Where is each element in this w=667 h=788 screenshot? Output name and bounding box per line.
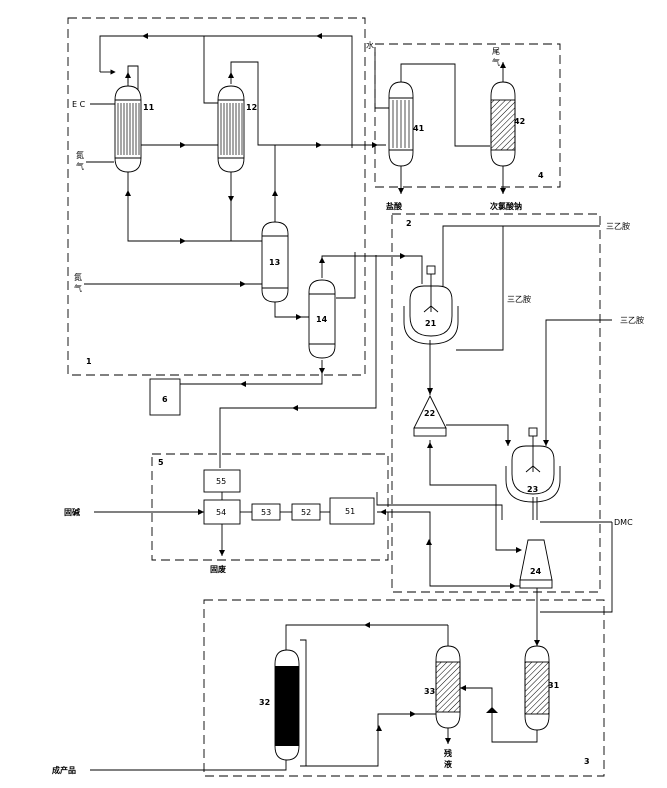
unit-55-number: 55 — [216, 477, 226, 486]
tail-gas-label: 尾气 — [492, 47, 500, 67]
pipe — [336, 252, 356, 299]
unit-31-number: 31 — [548, 681, 560, 690]
unit-42-column — [490, 81, 516, 167]
pipe — [442, 225, 600, 286]
unit-14-number: 14 — [316, 315, 328, 324]
pipe — [321, 255, 423, 284]
section-2-number: 2 — [406, 219, 412, 228]
pipe — [400, 63, 490, 147]
unit-13-number: 13 — [269, 258, 280, 267]
solid-alkali-label: 固碱 — [64, 507, 80, 517]
pipe — [374, 52, 390, 109]
unit-21-reactor — [403, 265, 459, 345]
pipe — [127, 65, 218, 146]
pipe — [540, 522, 613, 613]
pipe — [456, 226, 504, 351]
unit-52-box — [291, 503, 321, 521]
tea-label-3: 三乙胺 — [620, 315, 644, 325]
section-boundaries — [67, 17, 605, 777]
residue-label: 残液 — [444, 748, 452, 769]
unit-12-number: 12 — [246, 103, 257, 112]
product-label: 成产品 — [52, 765, 76, 775]
unit-51-box — [329, 497, 375, 525]
section-5-boundary — [151, 453, 389, 561]
water-label: 水 — [366, 40, 374, 50]
unit-23-reactor — [505, 427, 561, 503]
pipe — [306, 713, 436, 767]
pipe — [377, 511, 520, 587]
section-3-boundary — [203, 599, 605, 777]
pipe — [230, 61, 386, 146]
unit-24-number: 24 — [530, 567, 542, 576]
pipe — [274, 300, 309, 318]
section-4-number: 4 — [538, 171, 544, 180]
hcl-label: 盐酸 — [386, 201, 403, 211]
unit-52-number: 52 — [301, 508, 311, 517]
unit-11-number: 11 — [143, 103, 155, 112]
pipe — [545, 319, 612, 446]
dmc-label: DMC — [614, 518, 633, 527]
pipe — [429, 440, 520, 551]
unit-54-number: 54 — [216, 508, 226, 517]
ec-label: E C — [72, 100, 86, 109]
pipe — [460, 687, 538, 743]
tea-label-2: 三乙胺 — [507, 294, 531, 304]
section-4-boundary — [374, 43, 561, 188]
stream-labels: E C 氮气 氮气 水 尾气 盐酸 次氯酸钠 三乙胺 三乙胺 三乙胺 DMC 固… — [52, 40, 644, 775]
unit-24-filter — [519, 539, 553, 589]
unit-33-column — [435, 645, 461, 729]
unit-6-box — [149, 378, 181, 416]
unit-22-filter — [413, 394, 447, 437]
pipe — [90, 760, 287, 771]
unit-11-exchanger — [114, 72, 142, 173]
n2-label-1: 氮气 — [76, 150, 84, 171]
unit-51-number: 51 — [345, 507, 355, 516]
unit-53-number: 53 — [261, 508, 271, 517]
unit-41-exchanger — [388, 81, 414, 167]
pipe — [127, 172, 262, 242]
unit-14-vessel — [308, 279, 336, 359]
section-1-boundary — [67, 17, 366, 376]
unit-12-exchanger — [217, 85, 245, 173]
unit-13-vessel — [261, 221, 289, 303]
solid-waste-label: 固废 — [210, 564, 226, 574]
unit-23-number: 23 — [527, 485, 538, 494]
pipe — [180, 360, 323, 385]
section-5-number: 5 — [158, 458, 164, 467]
unit-53-box — [251, 503, 281, 521]
pipe — [219, 255, 377, 468]
unit-22-number: 22 — [424, 409, 435, 418]
pipe — [285, 624, 448, 650]
unit-32-number: 32 — [259, 698, 270, 707]
unit-55-box — [203, 469, 241, 493]
pipe — [99, 35, 353, 148]
section-numbers: 1 2 3 4 5 — [86, 171, 590, 766]
unit-21-number: 21 — [425, 319, 437, 328]
tea-label-1: 三乙胺 — [606, 221, 630, 231]
pipe — [376, 492, 503, 520]
section-1-number: 1 — [86, 357, 92, 366]
unit-33-number: 33 — [424, 687, 435, 696]
pipe — [300, 639, 307, 767]
pipe — [203, 36, 222, 104]
naclo-label: 次氯酸钠 — [490, 201, 522, 211]
n2-label-2: 氮气 — [74, 272, 82, 293]
unit-numbers: 11 12 13 14 41 42 21 22 23 24 6 55 54 53… — [143, 103, 560, 707]
unit-6-number: 6 — [162, 395, 168, 404]
section-3-number: 3 — [584, 757, 590, 766]
unit-32-column — [274, 649, 300, 761]
unit-41-number: 41 — [413, 124, 425, 133]
pipe — [446, 424, 509, 446]
flow-arrows — [125, 33, 549, 744]
unit-31-column — [524, 645, 550, 731]
unit-42-number: 42 — [514, 117, 525, 126]
